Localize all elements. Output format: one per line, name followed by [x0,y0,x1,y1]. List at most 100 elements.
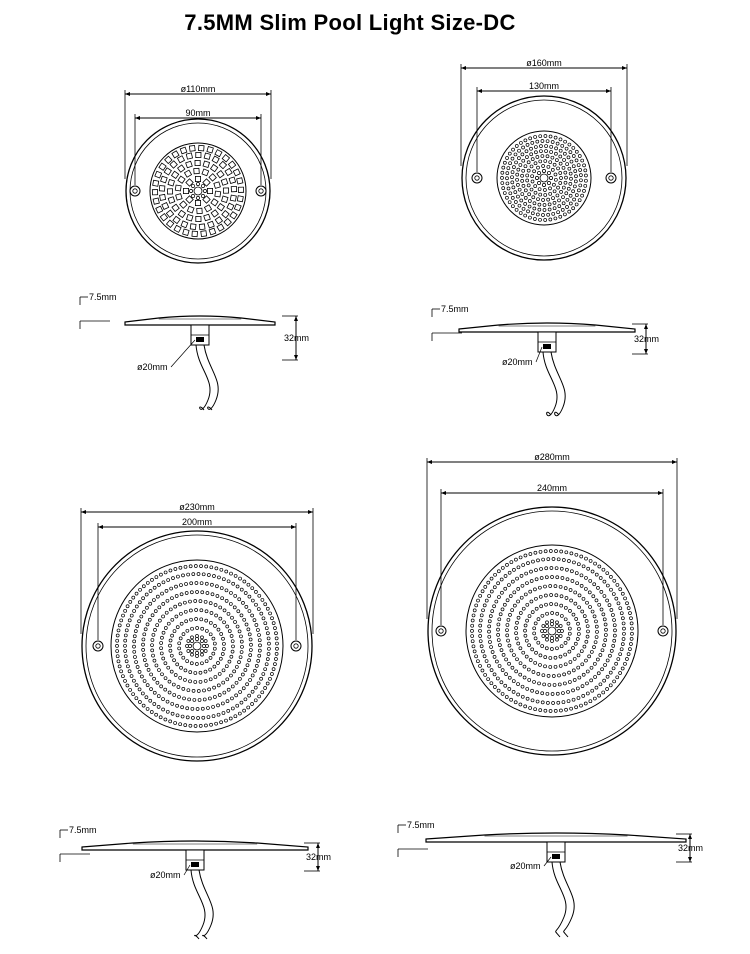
light-160-led [536,165,540,170]
light-110-led [220,178,229,186]
light-160-led [519,141,523,145]
light-160-led [557,198,561,203]
light-280-led [595,629,599,634]
light-230-led [186,688,191,693]
light-110-led [172,215,181,225]
light-280-led [470,618,475,623]
light-230-led [177,695,181,699]
light-280-led [478,628,482,633]
light-230-led [211,705,215,709]
light-230-led [160,672,164,677]
light-230-led [115,644,119,648]
light-110-led [177,175,186,184]
light-230-led [273,662,277,666]
light-280-led [538,708,543,712]
light-110-center-petal [203,189,207,193]
light-230-led [261,672,266,676]
light-230-led [159,641,163,645]
light-280-led [525,696,530,701]
light-230-led [265,657,270,661]
light-230-led [148,698,153,703]
light-160-led [553,216,558,221]
light-280-led [478,634,483,638]
light-280-led [527,643,531,648]
light-280-led [541,624,546,628]
light-160-led [542,203,547,207]
light-280-led [585,681,589,686]
light-230-led [209,611,214,615]
light-230-led [259,676,263,681]
light-280-led [542,682,547,687]
light-230-led [164,610,169,615]
light-280-led [612,618,616,622]
light-280-led [602,617,607,622]
light-280-led [585,691,590,696]
light-230-led [247,658,251,663]
light-280-led [482,654,487,659]
light-230-led [128,599,133,604]
light-280-led [608,653,612,658]
light-280-led [538,585,542,590]
light-280-led [505,628,509,633]
light-280-led [525,618,529,623]
light-110-led [233,203,242,212]
light-280-led [574,617,579,621]
light-230-led [196,572,201,576]
light-230-led [152,702,157,706]
light-230-led [137,687,142,692]
light-280-led [541,634,546,638]
light-280-led [499,648,504,652]
light-280-led [569,706,573,711]
light-230-led [163,570,168,575]
light-280-led [546,701,550,705]
light-280-led [533,587,537,592]
light-280-led [580,609,585,614]
light-230-led [163,687,168,692]
light-230-led [230,684,235,689]
light-160-led [543,159,548,163]
light-230-led [190,706,195,711]
light-280-center-petal [550,622,554,626]
light-230-led [170,617,175,622]
light-230-led [192,698,197,702]
light-280-led [553,709,558,713]
light-280-led [516,587,521,591]
light-280-led [528,589,533,594]
light-280-led [540,644,545,648]
light-160-led [546,212,550,217]
light-110-led [188,145,196,152]
light-230-led [215,584,219,589]
light-160-led [525,173,530,178]
light-230-led [200,652,204,657]
light-280-led [585,624,590,629]
light-230-led [271,667,276,671]
light-280-led [563,652,568,657]
light-280-led [592,614,597,619]
light-280-led [598,576,603,580]
light-280-led [518,672,523,677]
light-160-led [552,201,557,205]
light-160-led [501,186,506,190]
light-280-led [472,608,477,613]
light-230-led [157,668,161,672]
light-280-led [531,559,535,564]
light-160-led [532,201,537,206]
light-280-led [620,642,625,646]
light-230-led [224,569,229,574]
light-160-led [558,171,563,175]
light-280-led [480,589,485,594]
light-230-led [208,667,213,672]
light-280-led [594,598,599,603]
light-110-led [195,215,202,223]
light-280-led [537,681,541,686]
light-160-led [527,199,532,203]
light-110-led [214,190,222,198]
light-230-led [204,581,209,586]
light-280-led [611,613,615,617]
light-230-led [127,618,132,623]
light-230-led [273,626,277,630]
light-230-led [245,663,250,668]
light-280-led [551,674,556,678]
